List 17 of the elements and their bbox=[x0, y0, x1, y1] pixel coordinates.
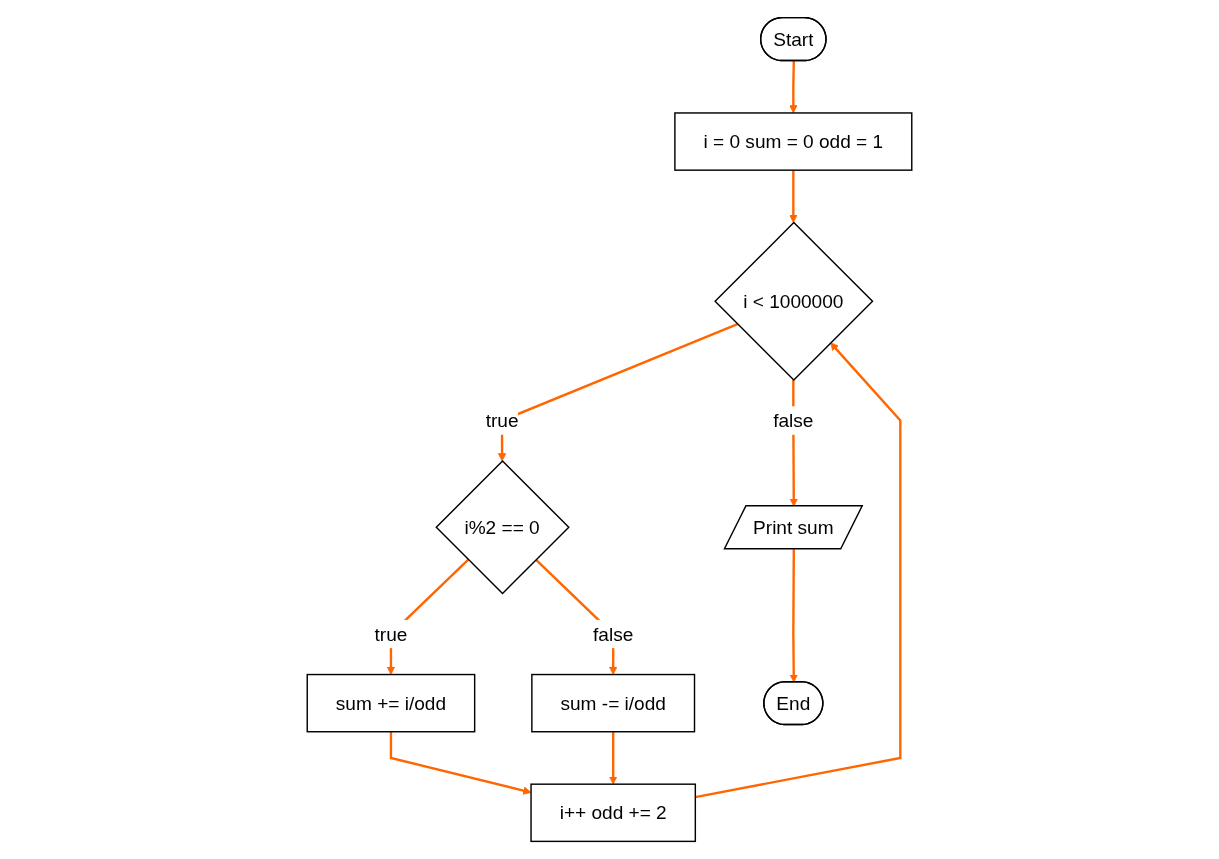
arrow bbox=[609, 731, 618, 785]
arrow bbox=[789, 549, 798, 683]
edge-label: false bbox=[773, 410, 814, 431]
arrow bbox=[789, 60, 798, 114]
arrow bbox=[695, 342, 902, 799]
node-diamond: i < 1000000 bbox=[714, 221, 874, 381]
node-box: sum -= i/odd bbox=[531, 673, 696, 733]
edge-label: true bbox=[374, 623, 408, 645]
edge-label: true bbox=[485, 410, 519, 431]
node-box: i = 0 sum = 0 odd = 1 bbox=[674, 112, 913, 171]
edge-label: false bbox=[593, 623, 634, 645]
node-box: sum += i/odd bbox=[306, 673, 476, 733]
node-diamond: i%2 == 0 bbox=[435, 460, 570, 595]
arrow bbox=[497, 323, 738, 462]
arrow bbox=[789, 170, 798, 223]
node-box: i++ odd += 2 bbox=[530, 783, 697, 843]
arrow bbox=[389, 731, 532, 795]
